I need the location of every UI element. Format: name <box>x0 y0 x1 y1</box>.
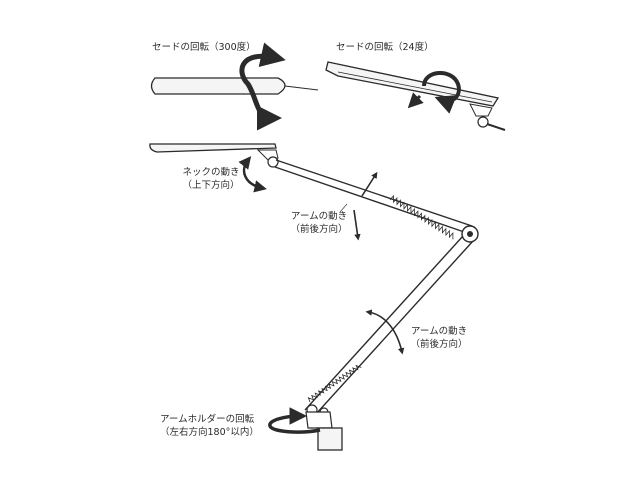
shade-rotation-300-illustration <box>150 42 319 131</box>
upper-arm-spring <box>389 194 454 240</box>
shade-inner-edge <box>337 71 493 103</box>
hinge-knob <box>477 116 489 128</box>
lower-arm-spring <box>307 364 362 403</box>
neck-motion-direction: （上下方向） <box>182 180 240 191</box>
label-shade-rotation-300: セードの回転（300度） <box>152 42 256 53</box>
arm-holder-rotation-arrow <box>268 407 321 434</box>
label-lower-arm-motion: アームの動き （前後方向） <box>406 325 472 351</box>
lower-arm-motion-title: アームの動き <box>410 326 468 337</box>
upper-arm-motion-arrow-up <box>361 171 378 197</box>
clamp-base <box>317 427 343 451</box>
shade-rotation-24-illustration <box>325 61 506 131</box>
neck-motion-title: ネックの動き <box>182 167 240 178</box>
upper-arm-rail-bottom <box>274 166 471 235</box>
label-upper-arm-motion: アームの動き （前後方向） <box>286 210 352 236</box>
rotation-arrow-300 <box>239 42 286 131</box>
upper-arm-motion-direction: （前後方向） <box>290 224 348 235</box>
upper-arm-leader <box>339 203 348 213</box>
arm-holder-rotation-title: アームホルダーの回転 <box>160 414 255 425</box>
lamp-assembly <box>149 143 479 451</box>
lower-arm-motion-direction: （前後方向） <box>410 339 468 350</box>
upper-arm-rail-top <box>275 159 473 227</box>
lamp-shade <box>149 143 277 153</box>
upper-arm-motion-arrow-down <box>353 209 361 241</box>
label-shade-rotation-24: セードの回転（24度） <box>336 42 434 53</box>
tilt-arrow-small <box>407 92 424 109</box>
arm-holder <box>305 411 333 429</box>
neck-stub <box>486 123 506 131</box>
shade-hinge <box>469 103 493 117</box>
rotation-arrow-24 <box>422 71 461 114</box>
shade-body-tilted <box>325 61 500 107</box>
arm-holder-rotation-direction: （左右方向180°以内） <box>160 427 259 438</box>
shade-body-end-view <box>150 77 286 95</box>
elbow-joint-inner <box>467 231 473 237</box>
neck-motion-arrow <box>238 156 267 193</box>
label-arm-holder-rotation: アームホルダーの回転 （左右方向180°以内） <box>160 413 259 439</box>
neck-pivot <box>267 156 279 168</box>
shade-cord <box>284 85 319 91</box>
label-neck-motion: ネックの動き （上下方向） <box>176 166 246 192</box>
upper-arm-motion-title: アームの動き <box>290 211 348 222</box>
lower-arm-motion-arrow <box>365 309 405 355</box>
